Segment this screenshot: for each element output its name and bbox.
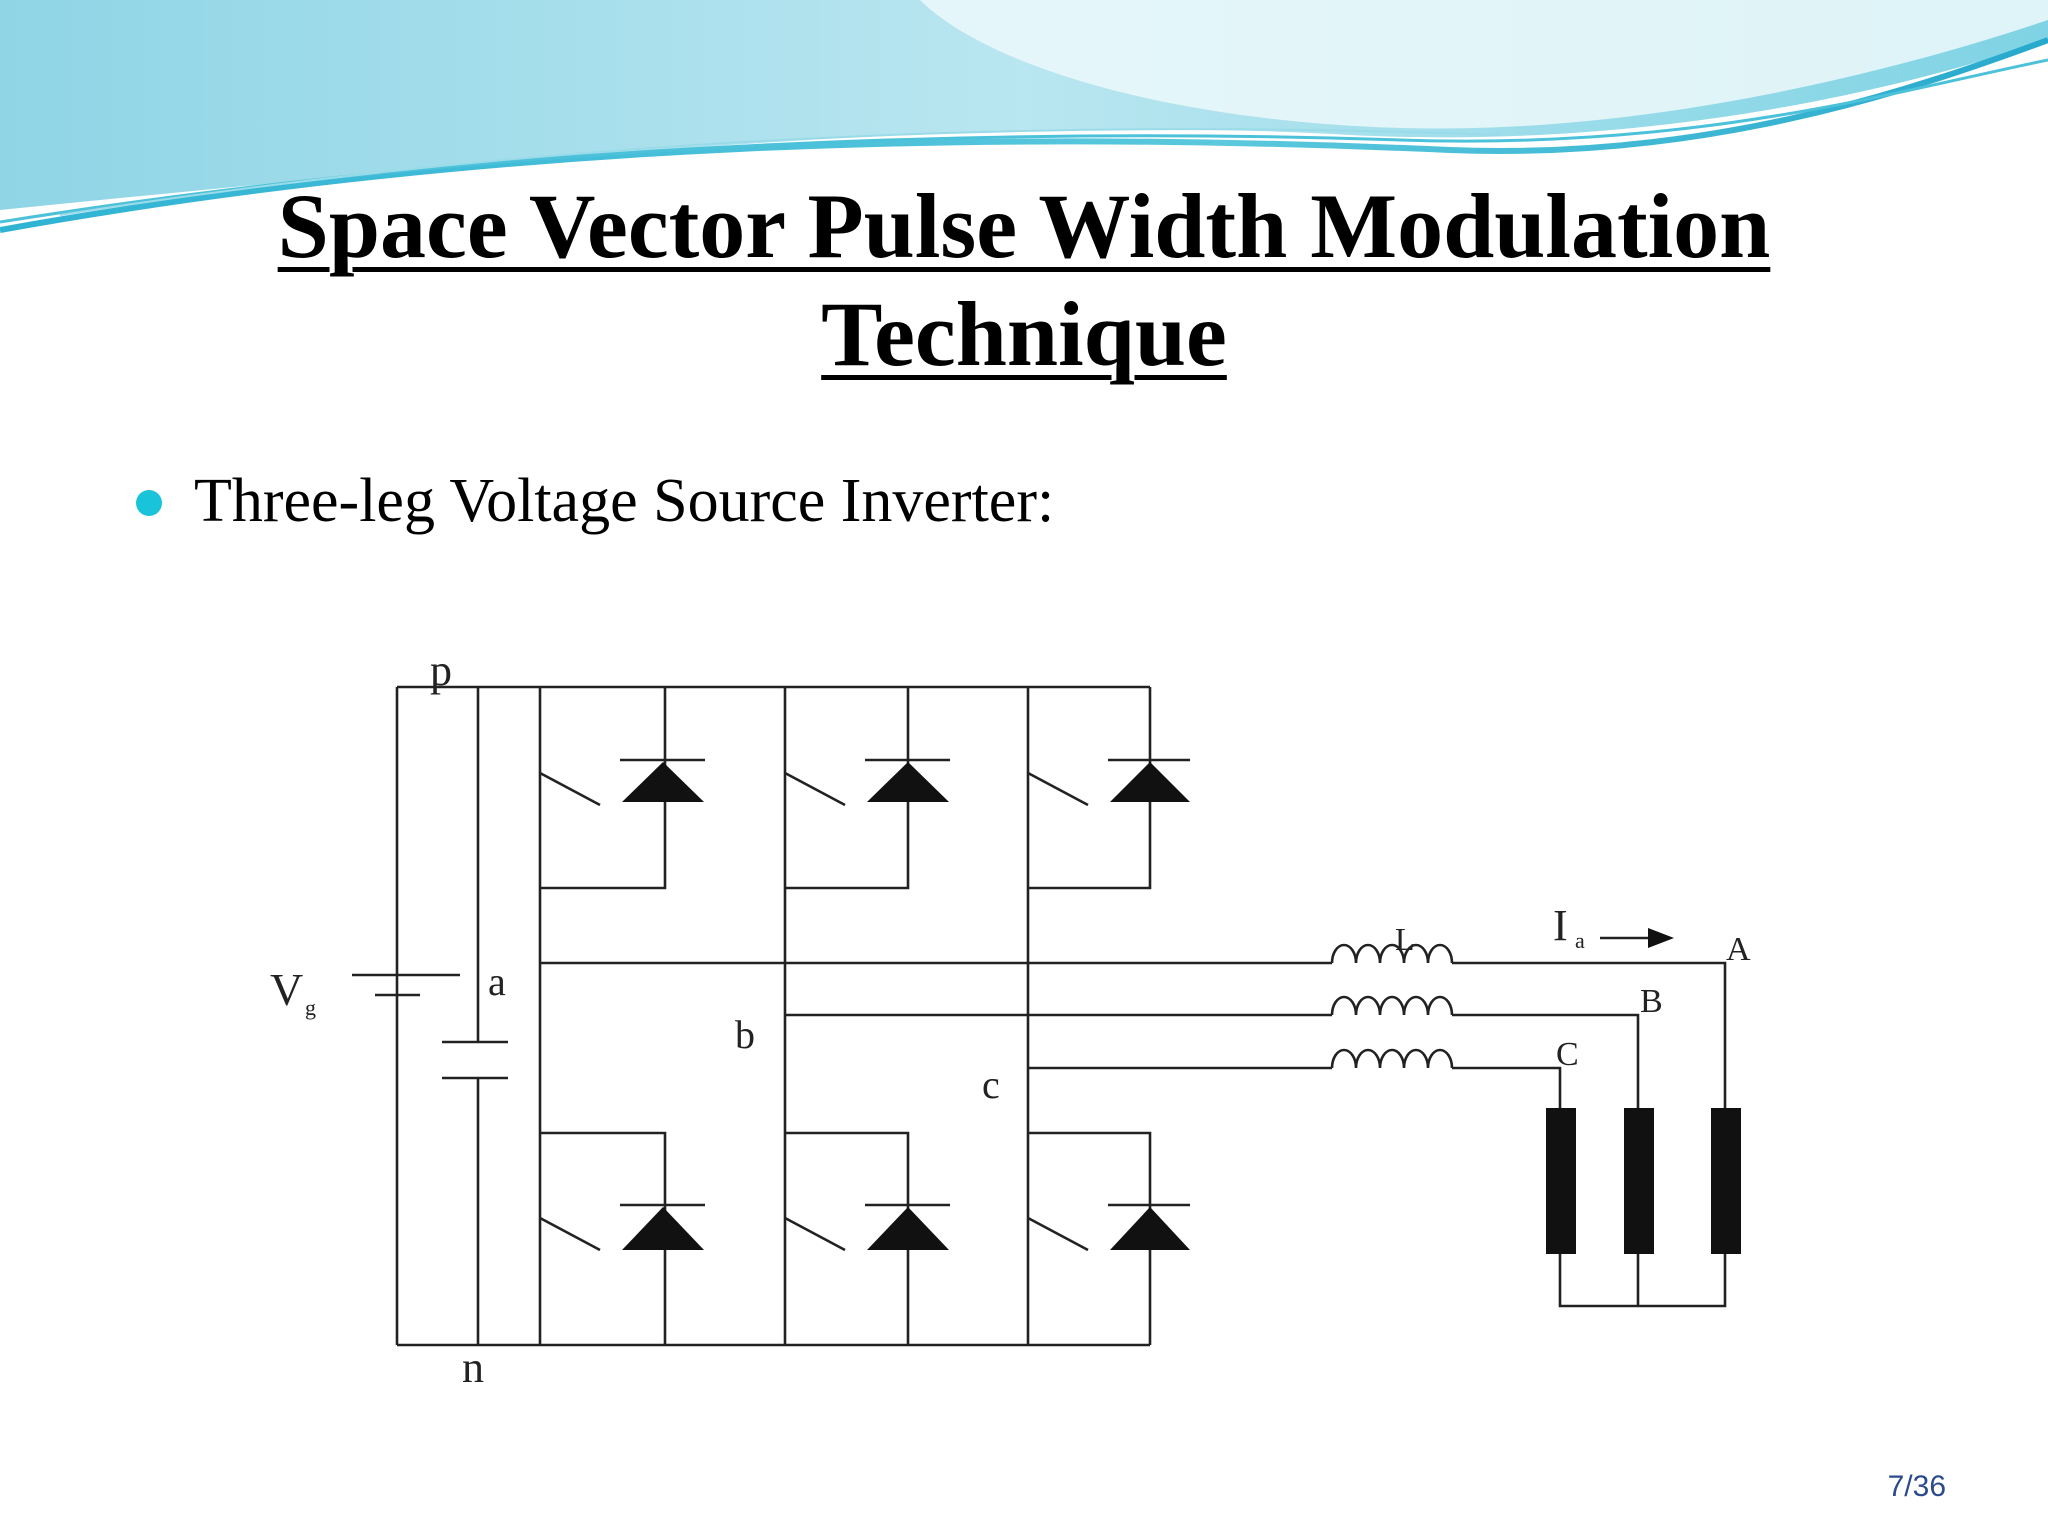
source-label-vg-sub: g [305, 995, 316, 1020]
diode-lower-c [1110, 1207, 1190, 1250]
node-label-a: a [488, 959, 506, 1004]
slide-title-line2: Technique [821, 283, 1227, 385]
load-neutral-wire [1558, 1252, 1727, 1308]
diode-lower-b [867, 1207, 949, 1250]
switch-upper-a [539, 771, 601, 807]
load-label-C: C [1556, 1036, 1579, 1073]
upper-cell-c [1028, 687, 1152, 890]
switch-upper-c [1027, 771, 1089, 807]
slide-title-line1: Space Vector Pulse Width Modulation [277, 175, 1771, 277]
header-wave-decoration [0, 0, 2048, 233]
bullet-dot-icon [136, 489, 162, 516]
inductor-a [1330, 943, 1454, 964]
inductor-c [1330, 1048, 1454, 1069]
bullet-text: Three-leg Voltage Source Inverter: [194, 467, 1055, 535]
node-label-n: n [462, 1343, 484, 1392]
load-wire-B [1452, 1013, 1640, 1108]
current-label-ia-sub: a [1575, 928, 1585, 953]
bullet-item: Three-leg Voltage Source Inverter: [136, 466, 1054, 537]
slide-title: Space Vector Pulse Width Modulation Tech… [0, 172, 2048, 388]
load-B [1624, 1108, 1654, 1254]
load-label-A: A [1726, 931, 1751, 968]
diode-upper-a [622, 762, 704, 802]
diode-lower-a [622, 1207, 704, 1250]
load-wire-C [1452, 1066, 1562, 1108]
load-label-B: B [1640, 983, 1663, 1020]
inductor-b [1330, 995, 1454, 1016]
load-wire-A [1452, 961, 1727, 1108]
lower-cell-b [785, 1131, 910, 1345]
upper-cell-b [785, 687, 910, 890]
upper-cell-a [540, 687, 667, 890]
diode-upper-c [1110, 762, 1190, 802]
node-label-p: p [430, 646, 452, 695]
lower-cell-a [540, 1131, 667, 1345]
inductor-label-L: L [1395, 921, 1415, 957]
load-C [1546, 1108, 1576, 1254]
page-number: 7/36 [1887, 1470, 1946, 1503]
current-arrow-head [1648, 928, 1674, 948]
switch-lower-a [539, 1216, 601, 1252]
source-label-vg: V [270, 964, 303, 1015]
switch-lower-b [784, 1216, 846, 1252]
node-label-b: b [735, 1012, 755, 1057]
node-label-c: c [982, 1062, 1000, 1107]
switch-lower-c [1027, 1216, 1089, 1252]
switch-upper-b [784, 771, 846, 807]
diode-upper-b [867, 762, 949, 802]
current-label-ia: I [1553, 901, 1568, 950]
lower-cell-c [1028, 1131, 1152, 1345]
load-A [1711, 1108, 1741, 1254]
